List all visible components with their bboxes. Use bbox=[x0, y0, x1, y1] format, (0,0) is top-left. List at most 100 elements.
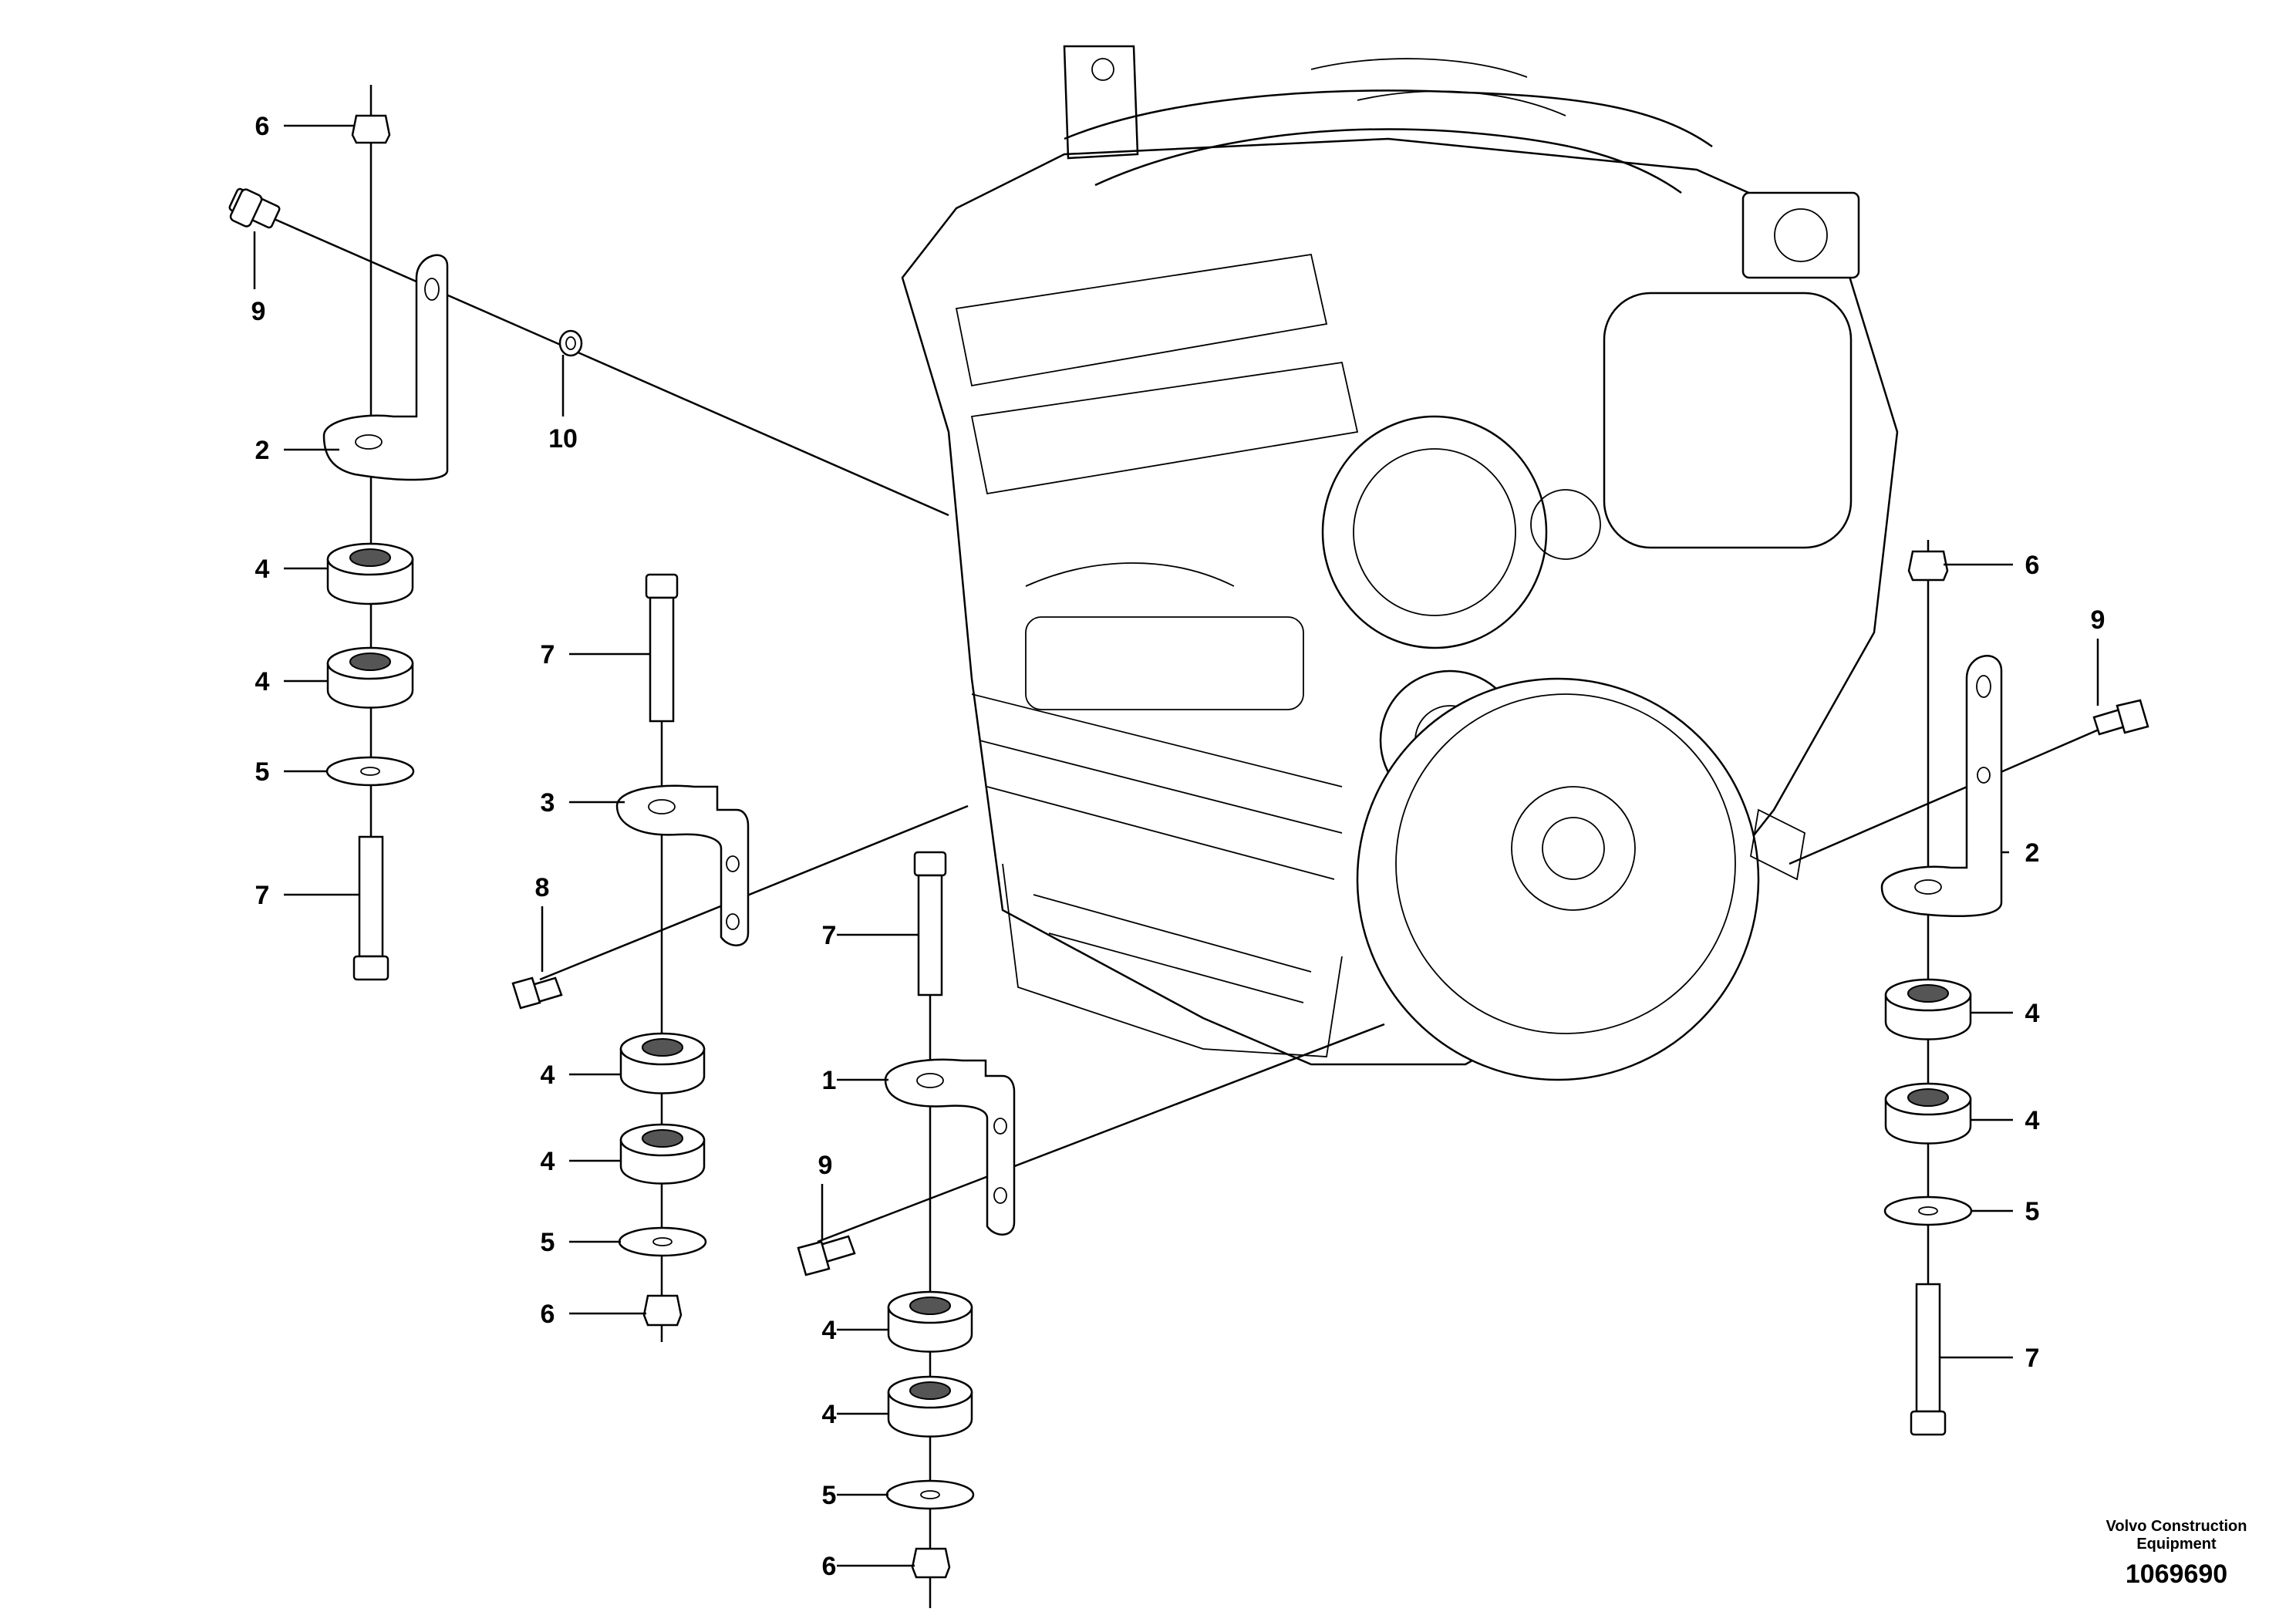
caption-drawing-number: 1069690 bbox=[2126, 1560, 2227, 1589]
callout-5-c: 5 bbox=[822, 1481, 837, 1510]
callout-9-b: 9 bbox=[818, 1151, 833, 1180]
exhaust-filter-end-inner bbox=[1353, 448, 1516, 616]
cylinder-head bbox=[955, 253, 1328, 387]
lifting-eye bbox=[1063, 45, 1139, 160]
bolt-7-left-shank bbox=[358, 835, 384, 958]
bracket-2-left bbox=[322, 254, 449, 481]
callout-7-d: 7 bbox=[2025, 1344, 2040, 1373]
oil-pan bbox=[1002, 863, 1343, 1057]
callout-4-a: 4 bbox=[255, 555, 270, 584]
bolt-7-center-shank bbox=[649, 596, 675, 723]
bracket-3 bbox=[615, 784, 750, 946]
bolt-7-left-head bbox=[352, 955, 389, 981]
intake-pipe-lower bbox=[1094, 128, 1682, 194]
callout-2-b: 2 bbox=[2025, 838, 2040, 868]
callout-1: 1 bbox=[822, 1066, 837, 1095]
rubber-mount-4-center-a bbox=[619, 1032, 706, 1094]
lifting-eye-hole bbox=[1091, 58, 1114, 81]
engine-block-outline bbox=[901, 137, 1899, 1066]
bolt-9-front bbox=[797, 1235, 856, 1276]
callout-6-c: 6 bbox=[822, 1552, 837, 1581]
nut-6-front bbox=[911, 1547, 951, 1579]
line-bolt9-to-engine bbox=[258, 211, 949, 517]
flywheel-hub bbox=[1511, 786, 1636, 911]
washer-10 bbox=[558, 329, 583, 357]
washer-5-left-hole bbox=[360, 767, 380, 776]
mount-stack-center bbox=[511, 573, 750, 1342]
bracket-2-right-hole bbox=[1914, 879, 1942, 895]
washer-5-front bbox=[885, 1479, 975, 1510]
callout-8: 8 bbox=[535, 873, 550, 902]
flywheel-center bbox=[1542, 817, 1605, 880]
callout-7-b: 7 bbox=[541, 640, 555, 669]
callout-4-c: 4 bbox=[541, 1061, 555, 1090]
washer-5-right-hole bbox=[1918, 1206, 1938, 1216]
callout-5-d: 5 bbox=[2025, 1197, 2040, 1226]
callout-4-e: 4 bbox=[822, 1316, 837, 1345]
callout-10: 10 bbox=[548, 424, 578, 454]
caption-company-line1: Volvo Construction bbox=[2106, 1518, 2247, 1535]
callout-4-d: 4 bbox=[541, 1147, 555, 1176]
nut-6-left bbox=[351, 114, 391, 144]
washer-5-right bbox=[1883, 1195, 1973, 1226]
bracket-3-hole-lower bbox=[726, 913, 740, 930]
washer-10-hole bbox=[565, 336, 576, 350]
bracket-2-right bbox=[1880, 655, 2003, 918]
bolt-7-right-shank bbox=[1915, 1283, 1941, 1413]
callout-5-a: 5 bbox=[255, 757, 270, 787]
bolt-9-right bbox=[2092, 699, 2149, 736]
hoses bbox=[1310, 58, 1566, 116]
rubber-mount-4-center-b bbox=[619, 1123, 706, 1185]
injection-pump bbox=[1025, 616, 1304, 710]
callout-4-b: 4 bbox=[255, 667, 270, 696]
bracket-1 bbox=[884, 1058, 1016, 1236]
manifold bbox=[970, 361, 1359, 495]
flywheel bbox=[1395, 693, 1736, 1034]
rubber-mount-4-front-b bbox=[887, 1375, 973, 1438]
callout-4-f: 4 bbox=[822, 1400, 837, 1429]
washer-5-front-hole bbox=[920, 1490, 940, 1499]
flywheel-housing bbox=[1356, 677, 1760, 1081]
bolt-8 bbox=[511, 976, 563, 1010]
washer-5-center-hole bbox=[652, 1237, 673, 1246]
line-bolt9b-to-engine bbox=[817, 1023, 1385, 1243]
mount-stack-left bbox=[228, 85, 583, 981]
washer-5-left bbox=[325, 756, 415, 787]
bolt-7-right-head bbox=[1910, 1410, 1947, 1436]
caption-company-line2: Equipment bbox=[2136, 1536, 2217, 1553]
line-bolt8-to-engine bbox=[539, 804, 969, 981]
bolt-7-center-head bbox=[645, 573, 679, 599]
mount-stack-front bbox=[797, 851, 1016, 1608]
bracket-3-hole-upper bbox=[726, 855, 740, 872]
crankcase-ribs bbox=[971, 693, 1343, 880]
rubber-mount-4-left-a bbox=[326, 542, 414, 605]
rubber-mount-4-right-b bbox=[1884, 1082, 1972, 1145]
bracket-2-right-hole-mid bbox=[1977, 767, 1991, 784]
callout-7-c: 7 bbox=[822, 921, 837, 950]
bracket-2-left-slot bbox=[424, 278, 440, 301]
mount-stack-right bbox=[1880, 540, 2149, 1436]
callout-labels: 6 9 2 10 4 4 5 7 7 3 8 4 4 5 6 7 1 9 4 4… bbox=[251, 112, 2106, 1581]
bolt-7-front-head bbox=[913, 851, 947, 877]
callout-6-a: 6 bbox=[255, 112, 270, 141]
bolt-9-left bbox=[228, 187, 281, 229]
bracket-1-hole-lower bbox=[993, 1187, 1007, 1204]
callout-leaders bbox=[253, 124, 2099, 1567]
attachment-lines bbox=[258, 211, 2110, 1243]
drawing-caption: Volvo Construction Equipment 1069690 bbox=[2106, 1518, 2247, 1589]
exhaust-flange bbox=[1741, 191, 1860, 279]
engine-drawing bbox=[901, 45, 1899, 1081]
callout-6-b: 6 bbox=[541, 1300, 555, 1329]
bracket-1-hole-upper bbox=[993, 1118, 1007, 1135]
nut-6-center bbox=[642, 1294, 683, 1327]
callout-5-b: 5 bbox=[541, 1228, 555, 1257]
callout-9-c: 9 bbox=[2091, 605, 2106, 635]
callout-9-a: 9 bbox=[251, 297, 266, 326]
rubber-mount-4-right-a bbox=[1884, 978, 1972, 1040]
exhaust-filter bbox=[1603, 292, 1853, 549]
rubber-mount-4-left-b bbox=[326, 646, 414, 709]
washer-5-center bbox=[618, 1226, 707, 1257]
callout-6-d: 6 bbox=[2025, 551, 2040, 580]
fuel-lines bbox=[1025, 562, 1235, 587]
